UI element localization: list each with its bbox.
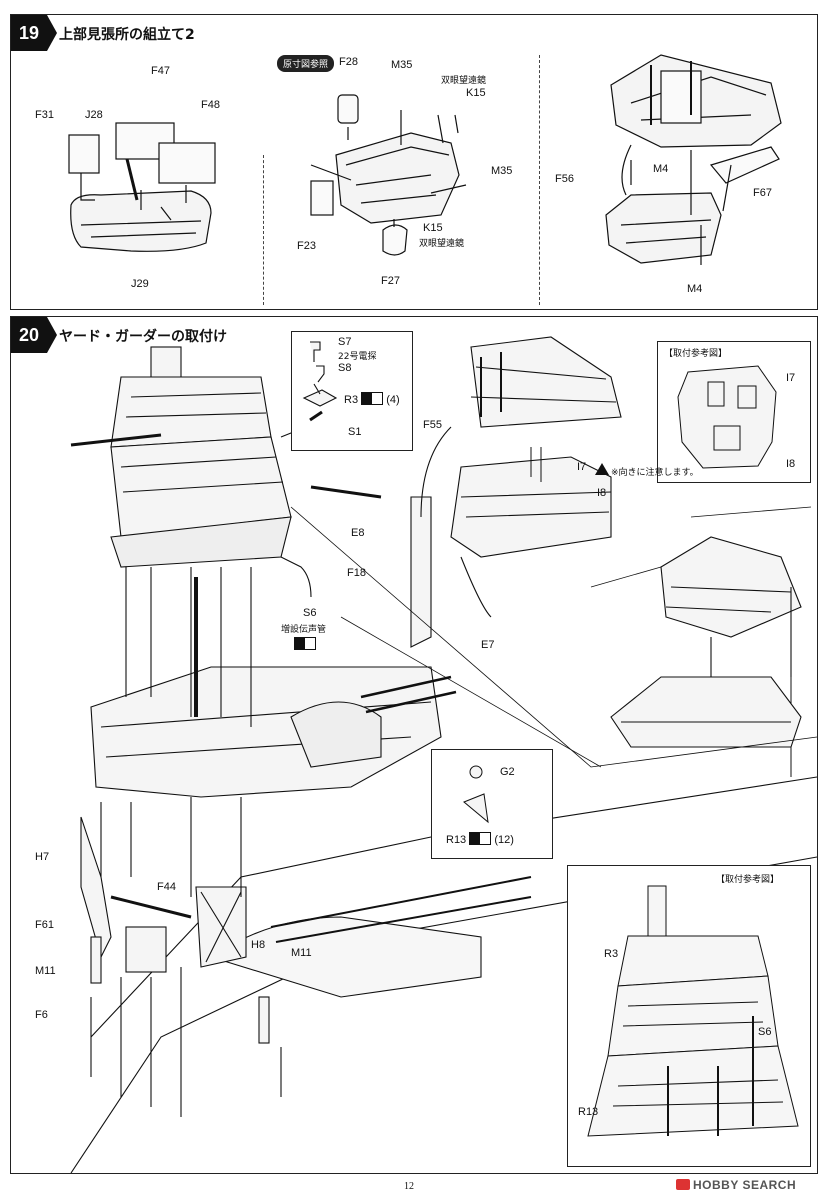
label-f55: F55: [423, 419, 442, 431]
ref-figure-bottom: 【取付参考図】 R3 S6 R13: [567, 865, 811, 1167]
label-m11-left: M11: [35, 965, 56, 977]
label-f61: F61: [35, 919, 54, 931]
ref-bottom-s6: S6: [758, 1026, 772, 1038]
ref-bottom-title: 【取付参考図】: [716, 875, 780, 885]
label-m35-right: M35: [491, 165, 513, 177]
ref-figure-top: 【取付参考図】 I7 I8: [657, 341, 811, 483]
radar-inset-drawing: [302, 341, 338, 422]
label-h8: H8: [251, 939, 266, 951]
ref-top-i7: I7: [786, 372, 796, 384]
label-f48: F48: [201, 99, 220, 111]
step-19-divider-2: [539, 55, 540, 305]
ref-tag-full-size: 原寸図参照: [277, 55, 335, 72]
label-r13-qty: (12): [494, 834, 514, 846]
radar-inset-box: S7 22号電探 S8 R3 (4) S1: [291, 331, 413, 451]
label-f44: F44: [157, 881, 176, 893]
label-r3: R3 (4): [344, 392, 400, 406]
paint-chip-icon: [469, 832, 492, 845]
label-r13: R13 (12): [446, 832, 514, 846]
label-j28: J28: [85, 109, 103, 121]
g2-inset-drawing: [463, 765, 489, 824]
label-f28: F28: [339, 56, 358, 68]
step-19-divider-1: [263, 155, 264, 305]
ref-top-title: 【取付参考図】: [664, 349, 728, 359]
label-f27: F27: [381, 275, 400, 287]
label-f67: F67: [753, 187, 772, 199]
label-e8: E8: [351, 527, 365, 539]
label-r3-text: R3: [344, 394, 359, 406]
label-s6: S6: [303, 607, 317, 619]
caution-triangle-icon: [595, 463, 609, 475]
label-m4-top: M4: [653, 163, 669, 175]
label-type22-radar: 22号電探: [338, 352, 377, 362]
camera-icon: [676, 1179, 690, 1190]
step-20-drawing: [70, 336, 817, 1173]
label-caution: ※向きに注意します。: [611, 468, 699, 478]
label-f18: F18: [347, 567, 366, 579]
ref-top-i8: I8: [786, 458, 796, 470]
label-s8: S8: [338, 362, 352, 374]
label-s1: S1: [348, 426, 362, 438]
label-m4-bottom: M4: [687, 283, 703, 295]
label-binocular-top: 双眼望遠鏡: [441, 76, 487, 86]
g2-inset-box: G2 R13 (12): [431, 749, 553, 859]
watermark-text: HOBBY SEARCH: [693, 1178, 797, 1192]
ref-top-drawing: [677, 365, 777, 469]
label-k15-top: K15: [466, 87, 486, 99]
label-f31: F31: [35, 109, 54, 121]
step-20-title: ヤード・ガーダーの取付け: [59, 329, 227, 345]
step-19-number: 19: [11, 15, 57, 51]
label-binocular-bottom: 双眼望遠鏡: [419, 239, 465, 249]
label-s7: S7: [338, 336, 352, 348]
label-f47: F47: [151, 65, 170, 77]
label-k15-bottom: K15: [423, 222, 443, 234]
label-voice-tube: 増設伝声管: [281, 625, 327, 635]
step-20-number: 20: [11, 317, 57, 353]
label-f23: F23: [297, 240, 316, 252]
ref-bottom-r3: R3: [604, 948, 619, 960]
label-m11-right: M11: [291, 947, 312, 959]
label-h7: H7: [35, 851, 50, 863]
ref-bottom-drawing: [587, 885, 799, 1137]
label-e7: E7: [481, 639, 495, 651]
paint-chip-icon: [361, 392, 384, 405]
label-i8: I8: [597, 487, 607, 499]
label-m35-top: M35: [391, 59, 413, 71]
paint-chip-icon: [294, 637, 316, 650]
label-j29: J29: [131, 278, 149, 290]
label-r3-qty: (4): [386, 394, 400, 406]
step-19-drawing: [68, 54, 782, 265]
label-f56: F56: [555, 173, 574, 185]
ref-bottom-r13: R13: [578, 1106, 599, 1118]
step-19-title: 上部見張所の組立て2: [59, 27, 195, 43]
page-number: 12: [404, 1181, 414, 1192]
label-r13-text: R13: [446, 834, 467, 846]
label-f6: F6: [35, 1009, 48, 1021]
step-19-panel: 19 上部見張所の組立て2: [10, 14, 818, 310]
step-20-panel: 20 ヤード・ガーダーの取付け: [10, 316, 818, 1174]
label-g2: G2: [500, 766, 515, 778]
label-i7: I7: [577, 461, 587, 473]
watermark: HOBBY SEARCH: [676, 1178, 796, 1192]
